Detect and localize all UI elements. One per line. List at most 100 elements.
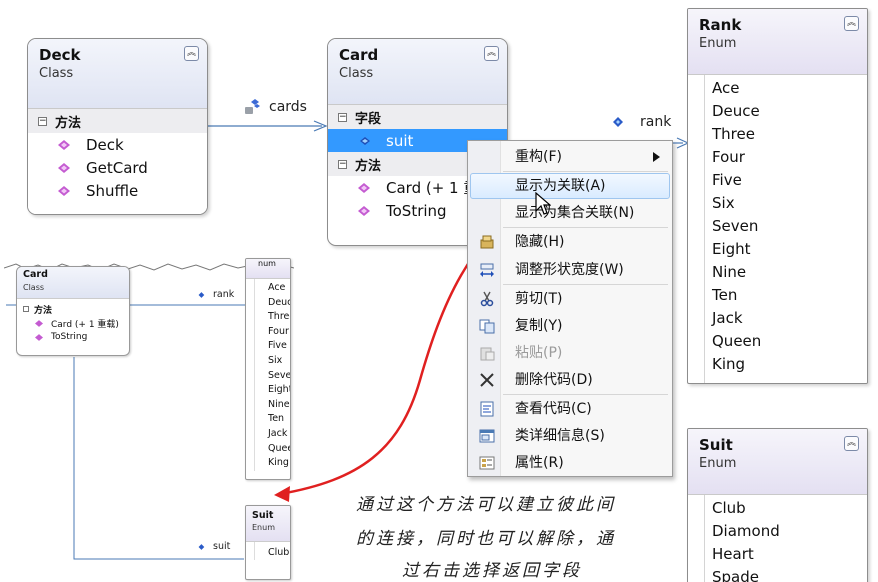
menu-item-paste[interactable]: 粘贴(P) (470, 340, 670, 366)
inset-enum-value[interactable]: King (268, 457, 289, 469)
menu-item-cut[interactable]: 剪切(T) (470, 286, 670, 312)
inset-suit-line (73, 357, 244, 560)
enum-value[interactable]: King (712, 355, 746, 373)
enum-value[interactable]: Jack (712, 309, 743, 327)
suit-values-list: Club Diamond Heart Spade (704, 495, 867, 582)
menu-item-label: 隐藏(H) (515, 234, 565, 250)
collapse-icon[interactable]: ︽ (844, 436, 859, 451)
inset-enum-value[interactable]: Jack (268, 427, 288, 439)
menu-item-properties[interactable]: 属性(R) (470, 450, 670, 476)
menu-item-adjust-width[interactable]: 调整形状宽度(W) (470, 257, 670, 283)
enum-value[interactable]: Three (712, 125, 755, 143)
copy-icon (479, 319, 495, 334)
method-item[interactable]: GetCard (28, 156, 207, 179)
card-fields-header[interactable]: − 字段 (328, 105, 507, 129)
inset-enum-value[interactable]: Seven (268, 369, 291, 381)
enum-value[interactable]: Deuce (712, 102, 760, 120)
menu-item-view-code[interactable]: 查看代码(C) (470, 396, 670, 422)
menu-item-label: 查看代码(C) (515, 401, 592, 417)
inset-suit-label: suit (198, 541, 230, 552)
inset-enum-value[interactable]: Ten (268, 413, 285, 425)
menu-item-label: 粘贴(P) (515, 345, 563, 361)
menu-item-delete-code[interactable]: 删除代码(D) (470, 367, 670, 393)
collapse-icon[interactable]: ︽ (184, 46, 199, 61)
enum-value[interactable]: Nine (712, 263, 747, 281)
menu-item-label: 调整形状宽度(W) (515, 262, 624, 278)
view-code-icon (480, 401, 494, 417)
inset-rank-text: rank (213, 289, 235, 300)
enum-value[interactable]: Ten (712, 286, 738, 304)
enum-value[interactable]: Heart (712, 545, 754, 563)
fields-header-label: 字段 (355, 111, 382, 127)
collapse-minus-icon[interactable]: − (338, 111, 347, 122)
enum-value[interactable]: Six (712, 194, 735, 212)
enum-value[interactable]: Club (712, 499, 746, 517)
enum-value[interactable]: Ace (712, 79, 740, 97)
enum-value[interactable]: Five (712, 171, 742, 189)
method-label: Card (+ 1 重载) (51, 319, 119, 330)
menu-item-show-as-collection-association[interactable]: 显示为集合关联(N) (470, 200, 670, 226)
inset-enum-value[interactable]: Ace (268, 282, 286, 293)
menu-item-hide[interactable]: 隐藏(H) (470, 229, 670, 255)
collapse-icon[interactable]: ︽ (484, 46, 499, 61)
inset-enum-value[interactable]: Nine (268, 398, 290, 410)
enum-value[interactable]: Spade (712, 568, 759, 582)
inset-enum-value[interactable]: Queen (268, 442, 290, 454)
inset-method-item[interactable]: ToString (23, 330, 129, 344)
paste-icon (480, 347, 495, 361)
annotation-line-3: 过右击选择返回字段 (402, 561, 582, 581)
inset-enum-value[interactable]: Four (268, 325, 289, 337)
method-item[interactable]: Shuffle (28, 179, 207, 202)
inset-enum-value[interactable]: Club (268, 547, 290, 558)
menu-separator (503, 227, 668, 228)
inset-rank-shape[interactable]: num Ace Deuce Three Four Five Six Seven … (245, 258, 291, 480)
inset-enum-value[interactable]: Deuce (268, 296, 290, 308)
inset-card-shape[interactable]: Card Class 方法 Card (+ 1 重载) ToString (16, 266, 130, 356)
collapse-minus-icon[interactable]: − (338, 158, 347, 169)
card-header: Card Class ︽ (328, 39, 507, 105)
delete-x-icon (480, 373, 494, 387)
method-item[interactable]: Deck (28, 133, 207, 156)
enum-value[interactable]: Seven (712, 217, 759, 235)
enum-value[interactable]: Four (712, 148, 745, 166)
deck-methods-header[interactable]: − 方法 (28, 109, 207, 133)
suit-enum-shape[interactable]: Suit Enum ︽ Club Diamond Heart Spade (687, 428, 868, 582)
menu-separator (503, 284, 668, 285)
enum-value[interactable]: Diamond (712, 522, 780, 540)
menu-item-copy[interactable]: 复制(Y) (470, 313, 670, 339)
method-label: ToString (386, 201, 447, 220)
inset-enum-value[interactable]: Six (268, 354, 283, 366)
deck-class-shape[interactable]: Deck Class ︽ − 方法 Deck GetCard Shuffle (27, 38, 208, 215)
context-menu[interactable]: 重构(F) 显示为关联(A) 显示为集合关联(N) 隐藏(H) 调整形状宽度(W… (467, 140, 673, 477)
rank-enum-shape[interactable]: Rank Enum ︽ Ace Deuce Three Four Five Si… (687, 8, 868, 384)
collapse-icon[interactable]: ︽ (844, 16, 859, 31)
field-label: suit (386, 131, 414, 150)
rank-association-label[interactable]: rank (612, 114, 671, 130)
method-icon (358, 182, 370, 193)
annotation-arrowhead (274, 486, 290, 502)
method-item[interactable]: ToString (328, 199, 507, 222)
collapse-minus-icon[interactable]: − (38, 115, 47, 126)
method-item[interactable]: Card (+ 1 重 (328, 176, 507, 199)
class-details-icon (479, 429, 495, 443)
menu-item-show-as-association[interactable]: 显示为关联(A) (470, 173, 670, 199)
enum-value[interactable]: Eight (712, 240, 751, 258)
inset-enum-value[interactable]: Five (268, 340, 287, 352)
method-label: ToString (51, 332, 88, 342)
deck-header: Deck Class ︽ (28, 39, 207, 109)
inset-suit-shape[interactable]: Suit Enum Club (245, 505, 291, 580)
cards-association-label[interactable]: cards (243, 98, 307, 116)
menu-item-label: 类详细信息(S) (515, 428, 605, 444)
rank-title: Rank (699, 16, 742, 34)
scissors-icon (480, 291, 494, 307)
inset-method-item[interactable]: Card (+ 1 重载) (23, 316, 129, 330)
menu-item-label: 剪切(T) (515, 291, 563, 307)
field-icon (360, 136, 370, 145)
inset-card-title: Card (23, 269, 48, 280)
inset-enum-value[interactable]: Eight (268, 384, 291, 396)
enum-value[interactable]: Queen (712, 332, 762, 350)
field-item-suit[interactable]: suit (328, 129, 507, 152)
menu-item-refactor[interactable]: 重构(F) (470, 144, 670, 170)
menu-item-class-details[interactable]: 类详细信息(S) (470, 423, 670, 449)
inset-enum-value[interactable]: Three (268, 311, 290, 323)
